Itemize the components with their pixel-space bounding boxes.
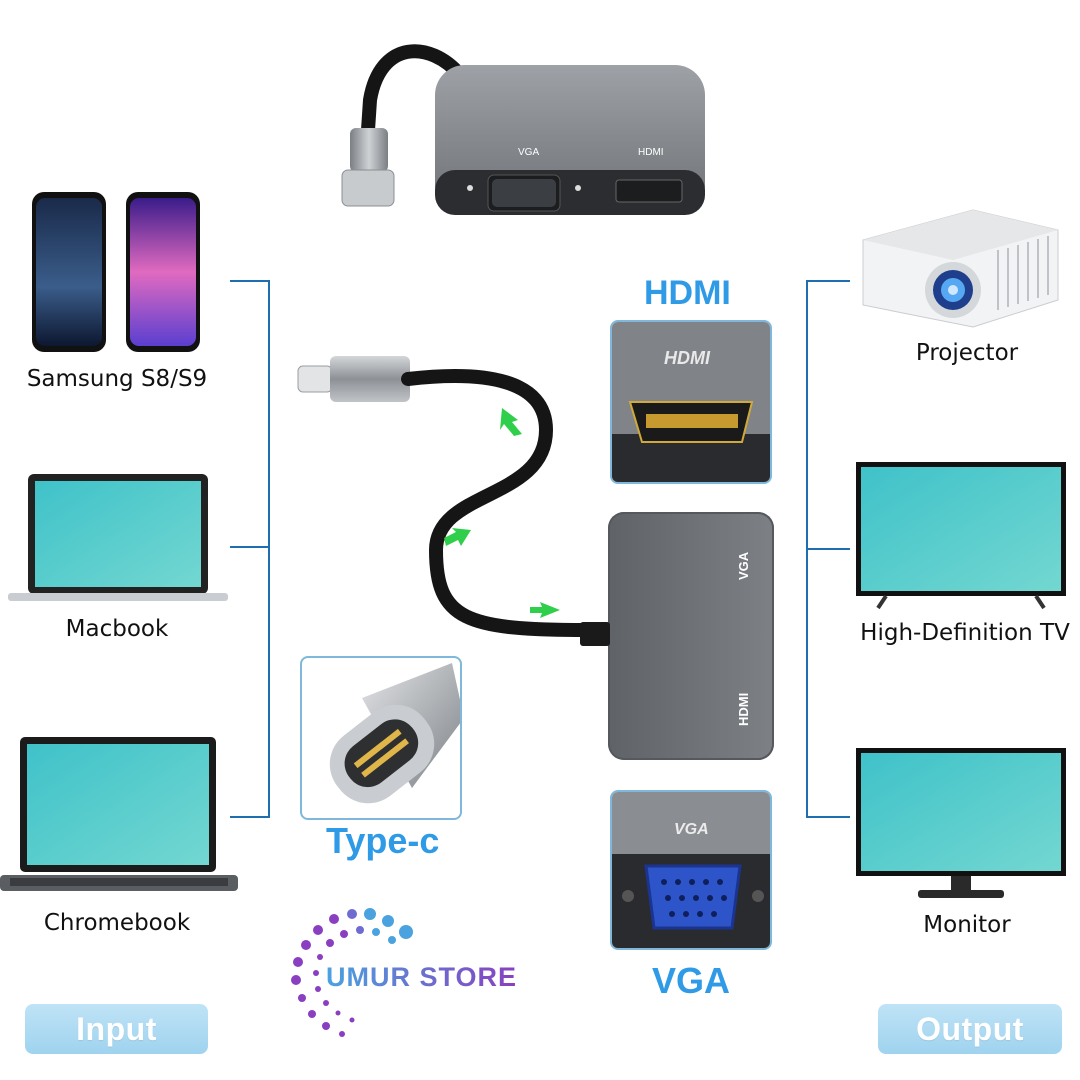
green-arrow-3	[530, 602, 560, 618]
center-cable-illustration	[296, 350, 626, 660]
hdmi-closeup-box: HDMI	[610, 320, 772, 484]
input-device-label-chromebook: Chromebook	[43, 910, 191, 936]
projector-image	[858, 205, 1063, 330]
output-button[interactable]: Output	[878, 1004, 1062, 1054]
adapter-cable-joint	[580, 622, 610, 646]
output-device-label-monitor: Monitor	[923, 912, 1011, 938]
top-hdmi-label: HDMI	[638, 147, 664, 158]
input-button[interactable]: Input	[25, 1004, 208, 1054]
top-adapter-illustration: VGA HDMI	[320, 30, 720, 220]
green-arrow-1	[500, 408, 522, 436]
output-bracket-mid-tick	[806, 548, 850, 550]
typec-title: Type-c	[326, 820, 440, 861]
input-device-label-samsung: Samsung S8/S9	[26, 366, 208, 392]
brand-logo-dots	[282, 888, 432, 1048]
hdmi-title: HDMI	[644, 274, 731, 312]
svg-text:HDMI: HDMI	[664, 348, 711, 368]
output-device-label-tv: High-Definition TV	[860, 620, 1070, 646]
chromebook-image	[0, 735, 238, 897]
brand-logo-text: UMUR STORE	[326, 962, 518, 992]
center-adapter-body: VGA HDMI	[580, 512, 774, 760]
input-bracket-mid-tick	[230, 546, 270, 548]
monitor-image	[856, 748, 1066, 900]
input-bracket	[230, 280, 270, 818]
macbook-image	[8, 472, 228, 604]
green-arrow-2	[444, 528, 471, 546]
svg-text:VGA: VGA	[674, 821, 709, 838]
input-device-label-macbook: Macbook	[65, 616, 169, 642]
adapter-port-label-hdmi: HDMI	[736, 692, 751, 726]
vga-closeup-box: VGA	[610, 790, 772, 950]
hd-tv-image	[856, 462, 1066, 610]
vga-title: VGA	[652, 960, 731, 1001]
samsung-phones-image	[30, 190, 210, 355]
adapter-port-label-vga: VGA	[736, 551, 751, 580]
top-vga-label: VGA	[518, 147, 539, 158]
output-device-label-projector: Projector	[915, 340, 1019, 366]
typec-closeup-box	[300, 656, 462, 820]
